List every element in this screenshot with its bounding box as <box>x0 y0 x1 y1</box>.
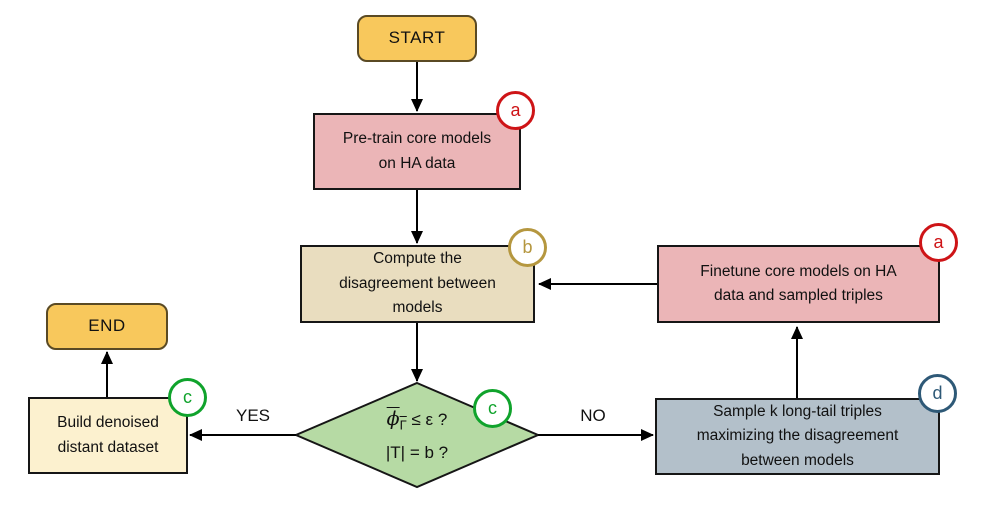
decision-condition-line1: ϕΓ ≤ ε ? <box>386 407 448 432</box>
step-badge-c: c <box>168 378 207 417</box>
step-badge-d: d <box>918 374 957 413</box>
decision-condition-label: ϕΓ ≤ ε ? |T| = b ? <box>317 398 517 472</box>
sample-triples-node: Sample k long-tail triples maximizing th… <box>655 398 940 475</box>
step-badge-c: c <box>473 389 512 428</box>
step-badge-a: a <box>919 223 958 262</box>
no-edge-label: NO <box>580 406 606 425</box>
start-node: START <box>357 15 477 62</box>
step-badge-b: b <box>508 228 547 267</box>
build-dataset-node: Build denoised distant dataset <box>28 397 188 474</box>
pretrain-node: Pre-train core models on HA data <box>313 113 521 190</box>
end-node: END <box>46 303 168 350</box>
decision-condition-line2: |T| = b ? <box>385 443 449 462</box>
phi-overline-symbol: ϕΓ <box>386 407 407 432</box>
step-badge-a: a <box>496 91 535 130</box>
compute-disagreement-node: Compute the disagreement between models <box>300 245 535 323</box>
finetune-node: Finetune core models on HA data and samp… <box>657 245 940 323</box>
yes-edge-label: YES <box>235 406 271 425</box>
